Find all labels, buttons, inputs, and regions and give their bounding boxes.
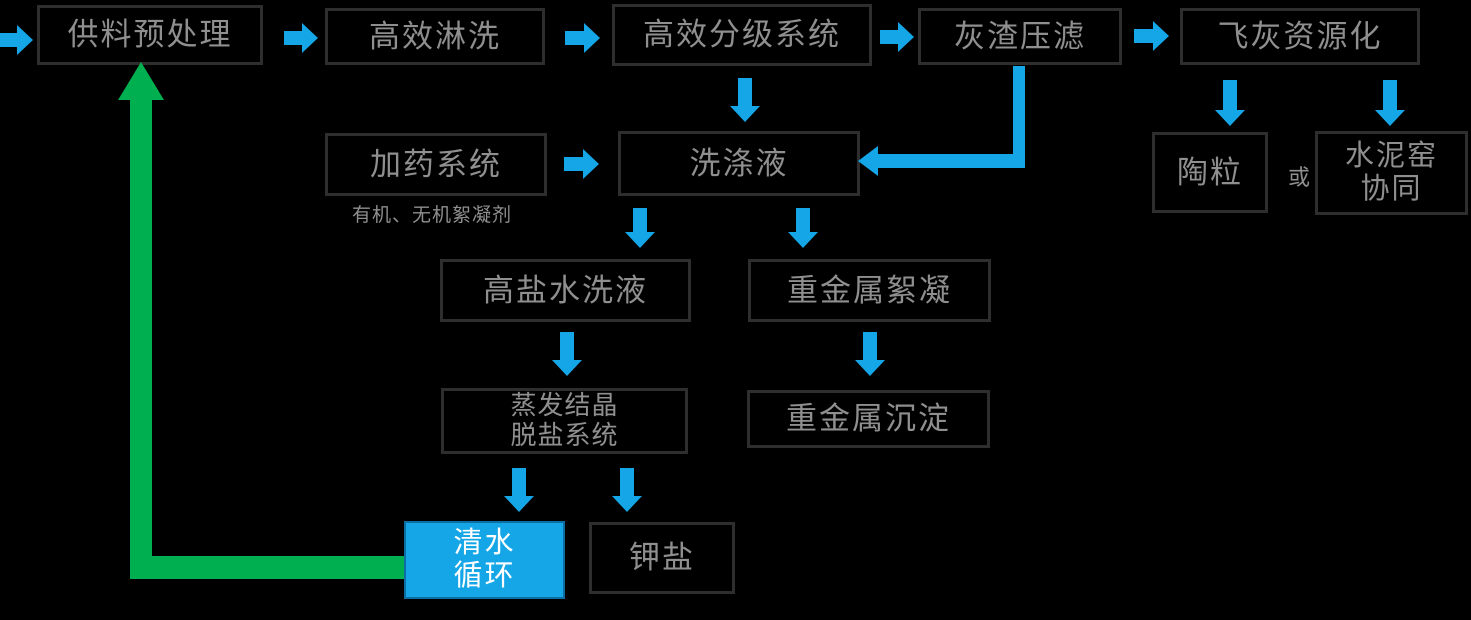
recycle-vertical	[130, 98, 152, 579]
node-cement-kiln: 水泥窑 协同	[1315, 131, 1468, 215]
node-ash-press-filter: 灰渣压滤	[918, 8, 1122, 65]
arrow-washliquid-to-highsalt	[625, 208, 655, 248]
node-high-salt-wash: 高盐水洗液	[440, 259, 691, 322]
node-dosing-system: 加药系统	[325, 133, 547, 196]
node-flyash-recycling: 飞灰资源化	[1180, 8, 1420, 65]
arrow-flyash-to-ceramsite	[1215, 80, 1245, 126]
node-evaporation-desalting: 蒸发结晶 脱盐系统	[441, 388, 688, 454]
node-ceramsite: 陶粒	[1152, 132, 1268, 213]
arrow-evaporation-to-cleanwater	[504, 468, 534, 512]
arrow-dosing-to-washliquid	[564, 149, 599, 179]
node-potassium-salt: 钾盐	[589, 522, 735, 594]
elbow-filter-horizontal	[876, 154, 1025, 168]
evaporation-line2: 脱盐系统	[510, 421, 619, 450]
arrow-feed-to-rinse	[284, 23, 318, 53]
arrow-washliquid-to-flocculation	[788, 208, 818, 248]
clean-water-line1: 清水	[453, 526, 516, 559]
arrow-evaporation-to-potassium	[612, 468, 642, 512]
node-high-efficiency-rinse: 高效淋洗	[325, 8, 545, 65]
evaporation-line1: 蒸发结晶	[510, 391, 619, 421]
arrow-flyash-to-cementkiln	[1375, 80, 1405, 126]
arrow-highsalt-to-evaporation	[552, 332, 582, 376]
node-clean-water-recycle: 清水 循环	[404, 521, 565, 599]
recycle-arrowhead	[118, 62, 164, 100]
arrow-filter-to-flyash	[1134, 21, 1169, 51]
clean-water-line2: 循环	[453, 560, 516, 592]
node-grading-system: 高效分级系统	[612, 4, 872, 66]
elbow-filter-vertical	[1013, 66, 1025, 168]
node-feed-pretreatment: 供料预处理	[37, 5, 263, 65]
dosing-caption: 有机、无机絮凝剂	[352, 205, 513, 226]
recycle-horizontal	[131, 556, 404, 579]
cement-kiln-line1: 水泥窑	[1344, 139, 1438, 172]
or-label: 或	[1288, 165, 1311, 190]
cement-kiln-line2: 协同	[1360, 173, 1423, 205]
arrow-flocculation-to-precipitation	[855, 332, 885, 376]
arrow-grading-to-filter	[880, 22, 914, 52]
elbow-filter-arrowhead	[858, 146, 878, 176]
arrow-rinse-to-grading	[565, 23, 600, 53]
node-heavy-metal-flocculation: 重金属絮凝	[748, 259, 991, 322]
arrow-input-to-feed	[0, 25, 33, 55]
arrow-grading-to-washliquid	[730, 78, 760, 122]
node-washing-liquid: 洗涤液	[618, 131, 860, 196]
node-heavy-metal-precipitation: 重金属沉淀	[747, 390, 990, 448]
